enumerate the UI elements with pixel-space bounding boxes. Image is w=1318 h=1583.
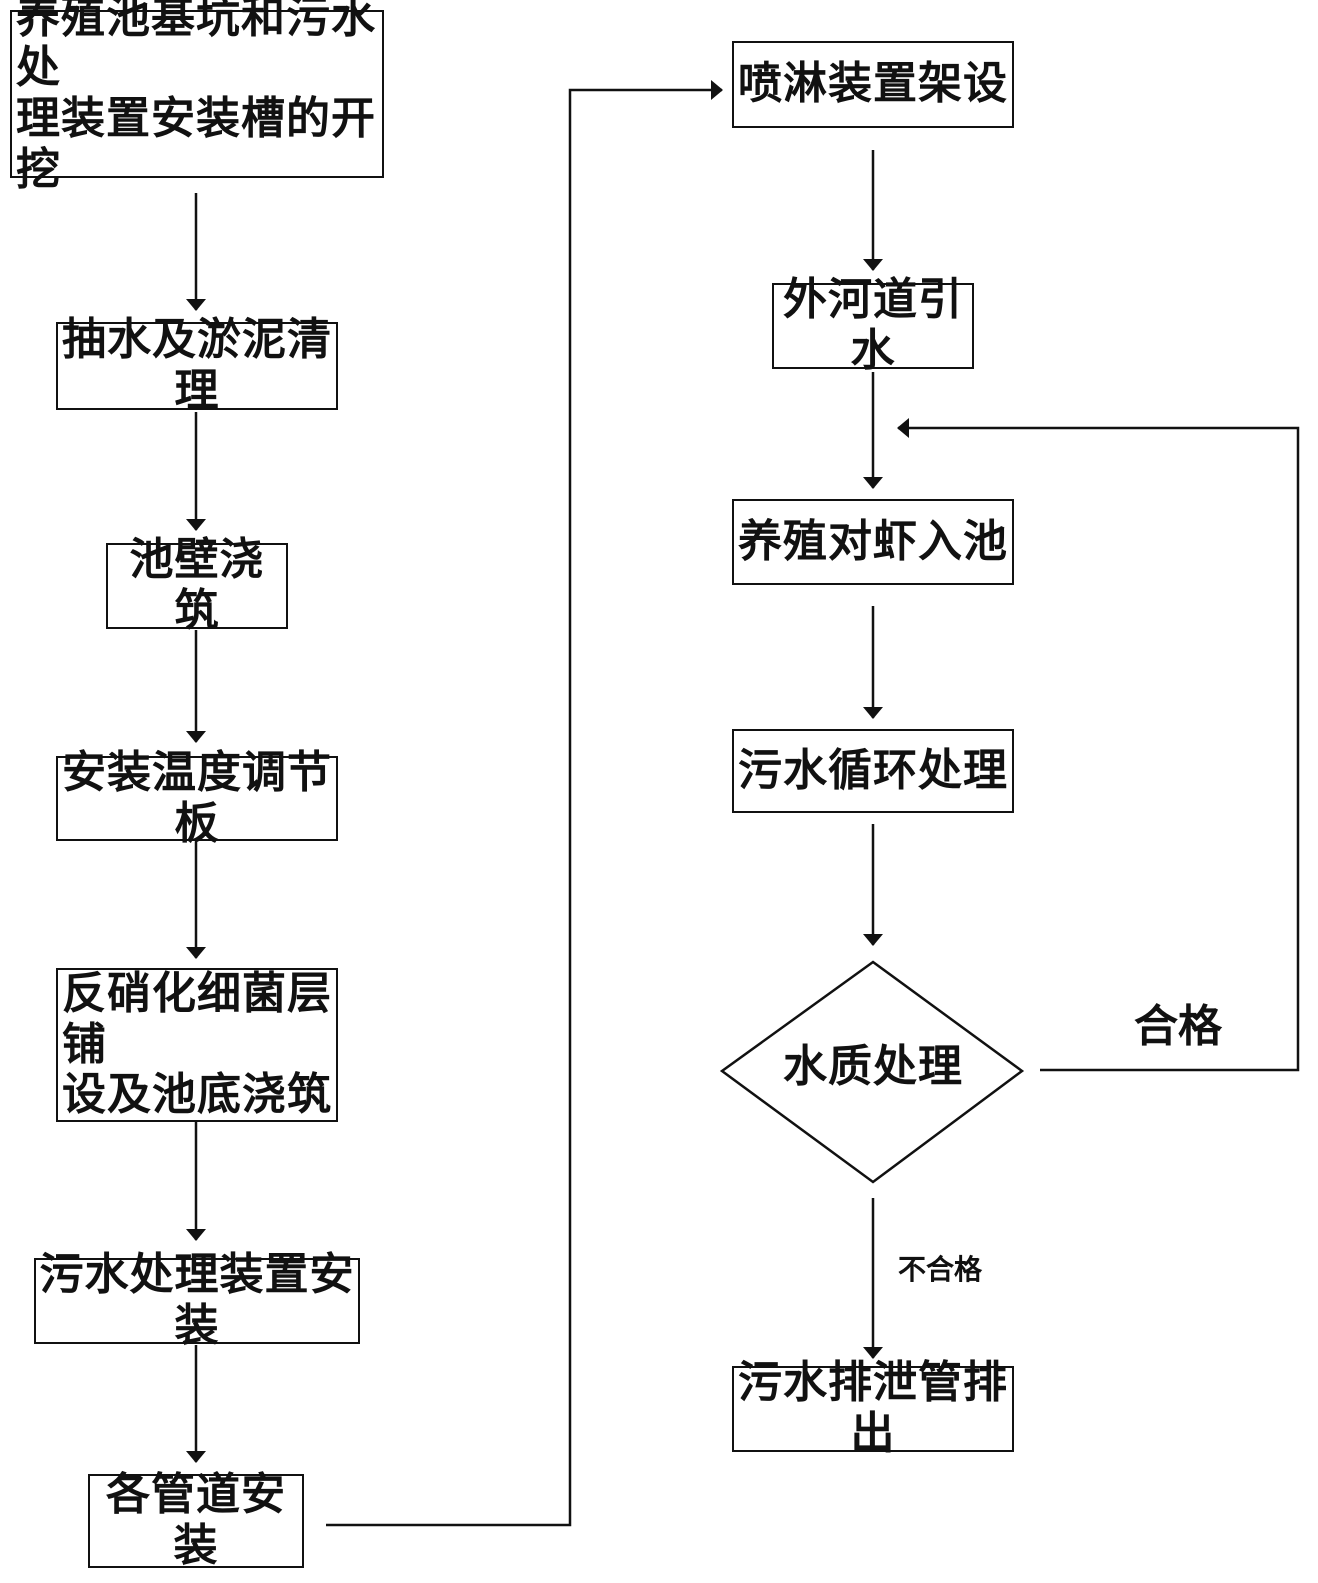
step-sewage-circulation: 污水循环处理 — [732, 729, 1014, 813]
step-sewage-device-install-label: 污水处理装置安装 — [39, 1249, 355, 1351]
step-wall-pouring: 池壁浇筑 — [106, 535, 288, 636]
step-wall-pouring-label: 池壁浇筑 — [129, 534, 265, 636]
decision-label: 水质处理 — [783, 1041, 963, 1092]
step-pipes-install: 各管道安装 — [88, 1470, 304, 1571]
step-spray-setup-label: 喷淋装置架设 — [738, 58, 1008, 110]
step-bacteria-layer-line2: 设及池底浇筑 — [62, 1069, 332, 1121]
step-bacteria-layer-line1: 反硝化细菌层铺 — [62, 968, 332, 1070]
step-pipes-install-label: 各管道安装 — [106, 1469, 286, 1571]
step-spray-setup: 喷淋装置架设 — [732, 41, 1014, 128]
step-bacteria-layer: 反硝化细菌层铺 设及池底浇筑 — [56, 968, 338, 1122]
step-sewage-discharge-label: 污水排泄管排出 — [738, 1357, 1008, 1459]
step-excavation-line1: 养殖池基坑和污水处 — [16, 0, 376, 94]
step-sewage-discharge: 污水排泄管排出 — [732, 1358, 1014, 1459]
step-river-water: 外河道引水 — [772, 275, 974, 376]
arrow-pipes-to-spray — [326, 80, 723, 1527]
decision-diamond — [719, 960, 1025, 1184]
step-river-water-label: 外河道引水 — [783, 274, 963, 376]
step-shrimp-stocking-label: 养殖对虾入池 — [738, 515, 1008, 567]
step-temperature-plate: 安装温度调节板 — [56, 747, 338, 848]
edge-label-fail: 不合格 — [898, 1253, 983, 1286]
edge-label-pass: 合格 — [1134, 1001, 1222, 1052]
step-excavation-line2: 理装置安装槽的开挖 — [16, 93, 376, 195]
step-temperature-plate-label: 安装温度调节板 — [62, 746, 332, 849]
step-pumping-label: 抽水及淤泥清理 — [62, 314, 332, 416]
step-sewage-device-install: 污水处理装置安装 — [34, 1250, 360, 1351]
step-shrimp-stocking: 养殖对虾入池 — [732, 499, 1014, 585]
step-pumping: 抽水及淤泥清理 — [56, 315, 338, 416]
arrow-quality-pass-loop — [897, 418, 1300, 1072]
step-excavation: 养殖池基坑和污水处 理装置安装槽的开挖 — [10, 0, 384, 194]
step-sewage-circulation-label: 污水循环处理 — [738, 744, 1008, 796]
